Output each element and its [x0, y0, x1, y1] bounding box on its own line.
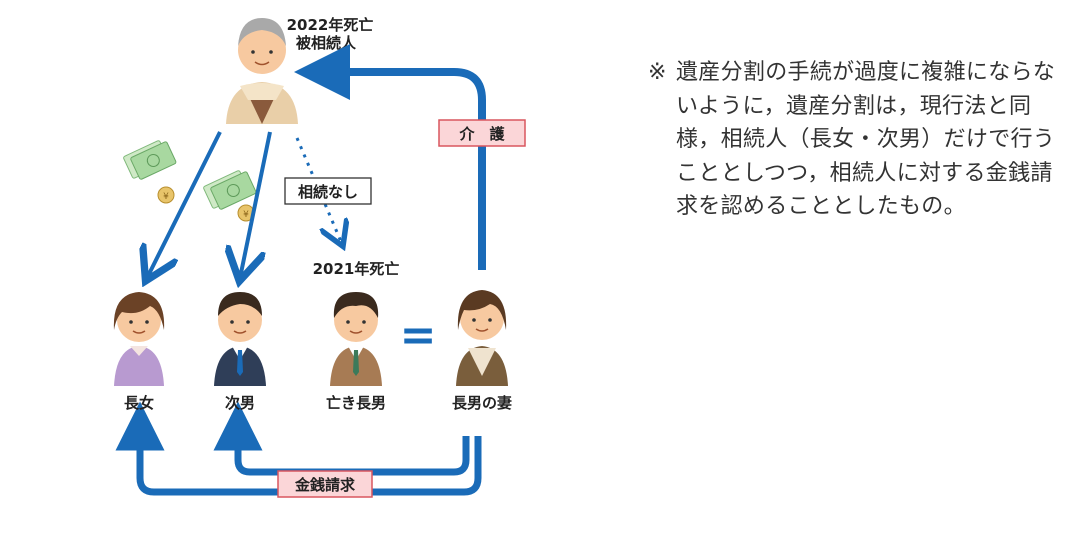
monetary-claim-label: 金銭請求 — [294, 476, 356, 494]
svg-text:¥: ¥ — [243, 210, 249, 220]
monetary-claim-box — [277, 470, 373, 498]
deceased-parent-year: 2022年死亡 — [287, 16, 374, 34]
late-son-death-year: 2021年死亡 — [313, 260, 400, 278]
explanatory-note: ※ 遺産分割の手続が過度に複雑にならないように，遺産分割は，現行法と同様，相続人… — [648, 56, 1058, 224]
care-label: 介 護 — [458, 125, 505, 143]
no-inheritance-label: 相続なし — [298, 183, 358, 201]
no-inheritance-dotted-arrow — [295, 137, 342, 244]
inheritance-arrow-second-son — [240, 131, 272, 278]
care-label-box — [438, 119, 526, 147]
no-inheritance-box — [284, 177, 372, 205]
note-text: 遺産分割の手続が過度に複雑にならないように，遺産分割は，現行法と同様，相続人（長… — [676, 60, 1056, 219]
svg-text:¥: ¥ — [163, 192, 169, 202]
eldest-son-wife-label: 長男の妻 — [452, 394, 512, 412]
second-son-figure — [214, 292, 266, 386]
late-eldest-son-label: 亡き長男 — [326, 394, 386, 412]
deceased-parent-role: 被相続人 — [296, 34, 357, 52]
eldest-daughter-label: 長女 — [124, 394, 154, 412]
note-mark: ※ — [648, 60, 667, 85]
deceased-parent-figure — [226, 18, 298, 124]
equals-sign: = — [400, 310, 437, 361]
inheritance-arrow-eldest-daughter — [147, 131, 222, 278]
money-icon: ¥ — [203, 170, 257, 222]
second-son-label: 次男 — [225, 394, 255, 412]
money-icon: ¥ — [123, 140, 177, 204]
inheritance-diagram: 2022年死亡 被相続人 ¥ ¥ 相続なし 2021年死亡 介 護 金銭請求 — [113, 16, 526, 498]
late-eldest-son-figure — [330, 292, 382, 386]
eldest-son-wife-figure — [456, 290, 508, 386]
claim-arrow-second-son — [213, 401, 470, 476]
care-arrow — [294, 44, 486, 270]
eldest-daughter-figure — [113, 292, 165, 386]
